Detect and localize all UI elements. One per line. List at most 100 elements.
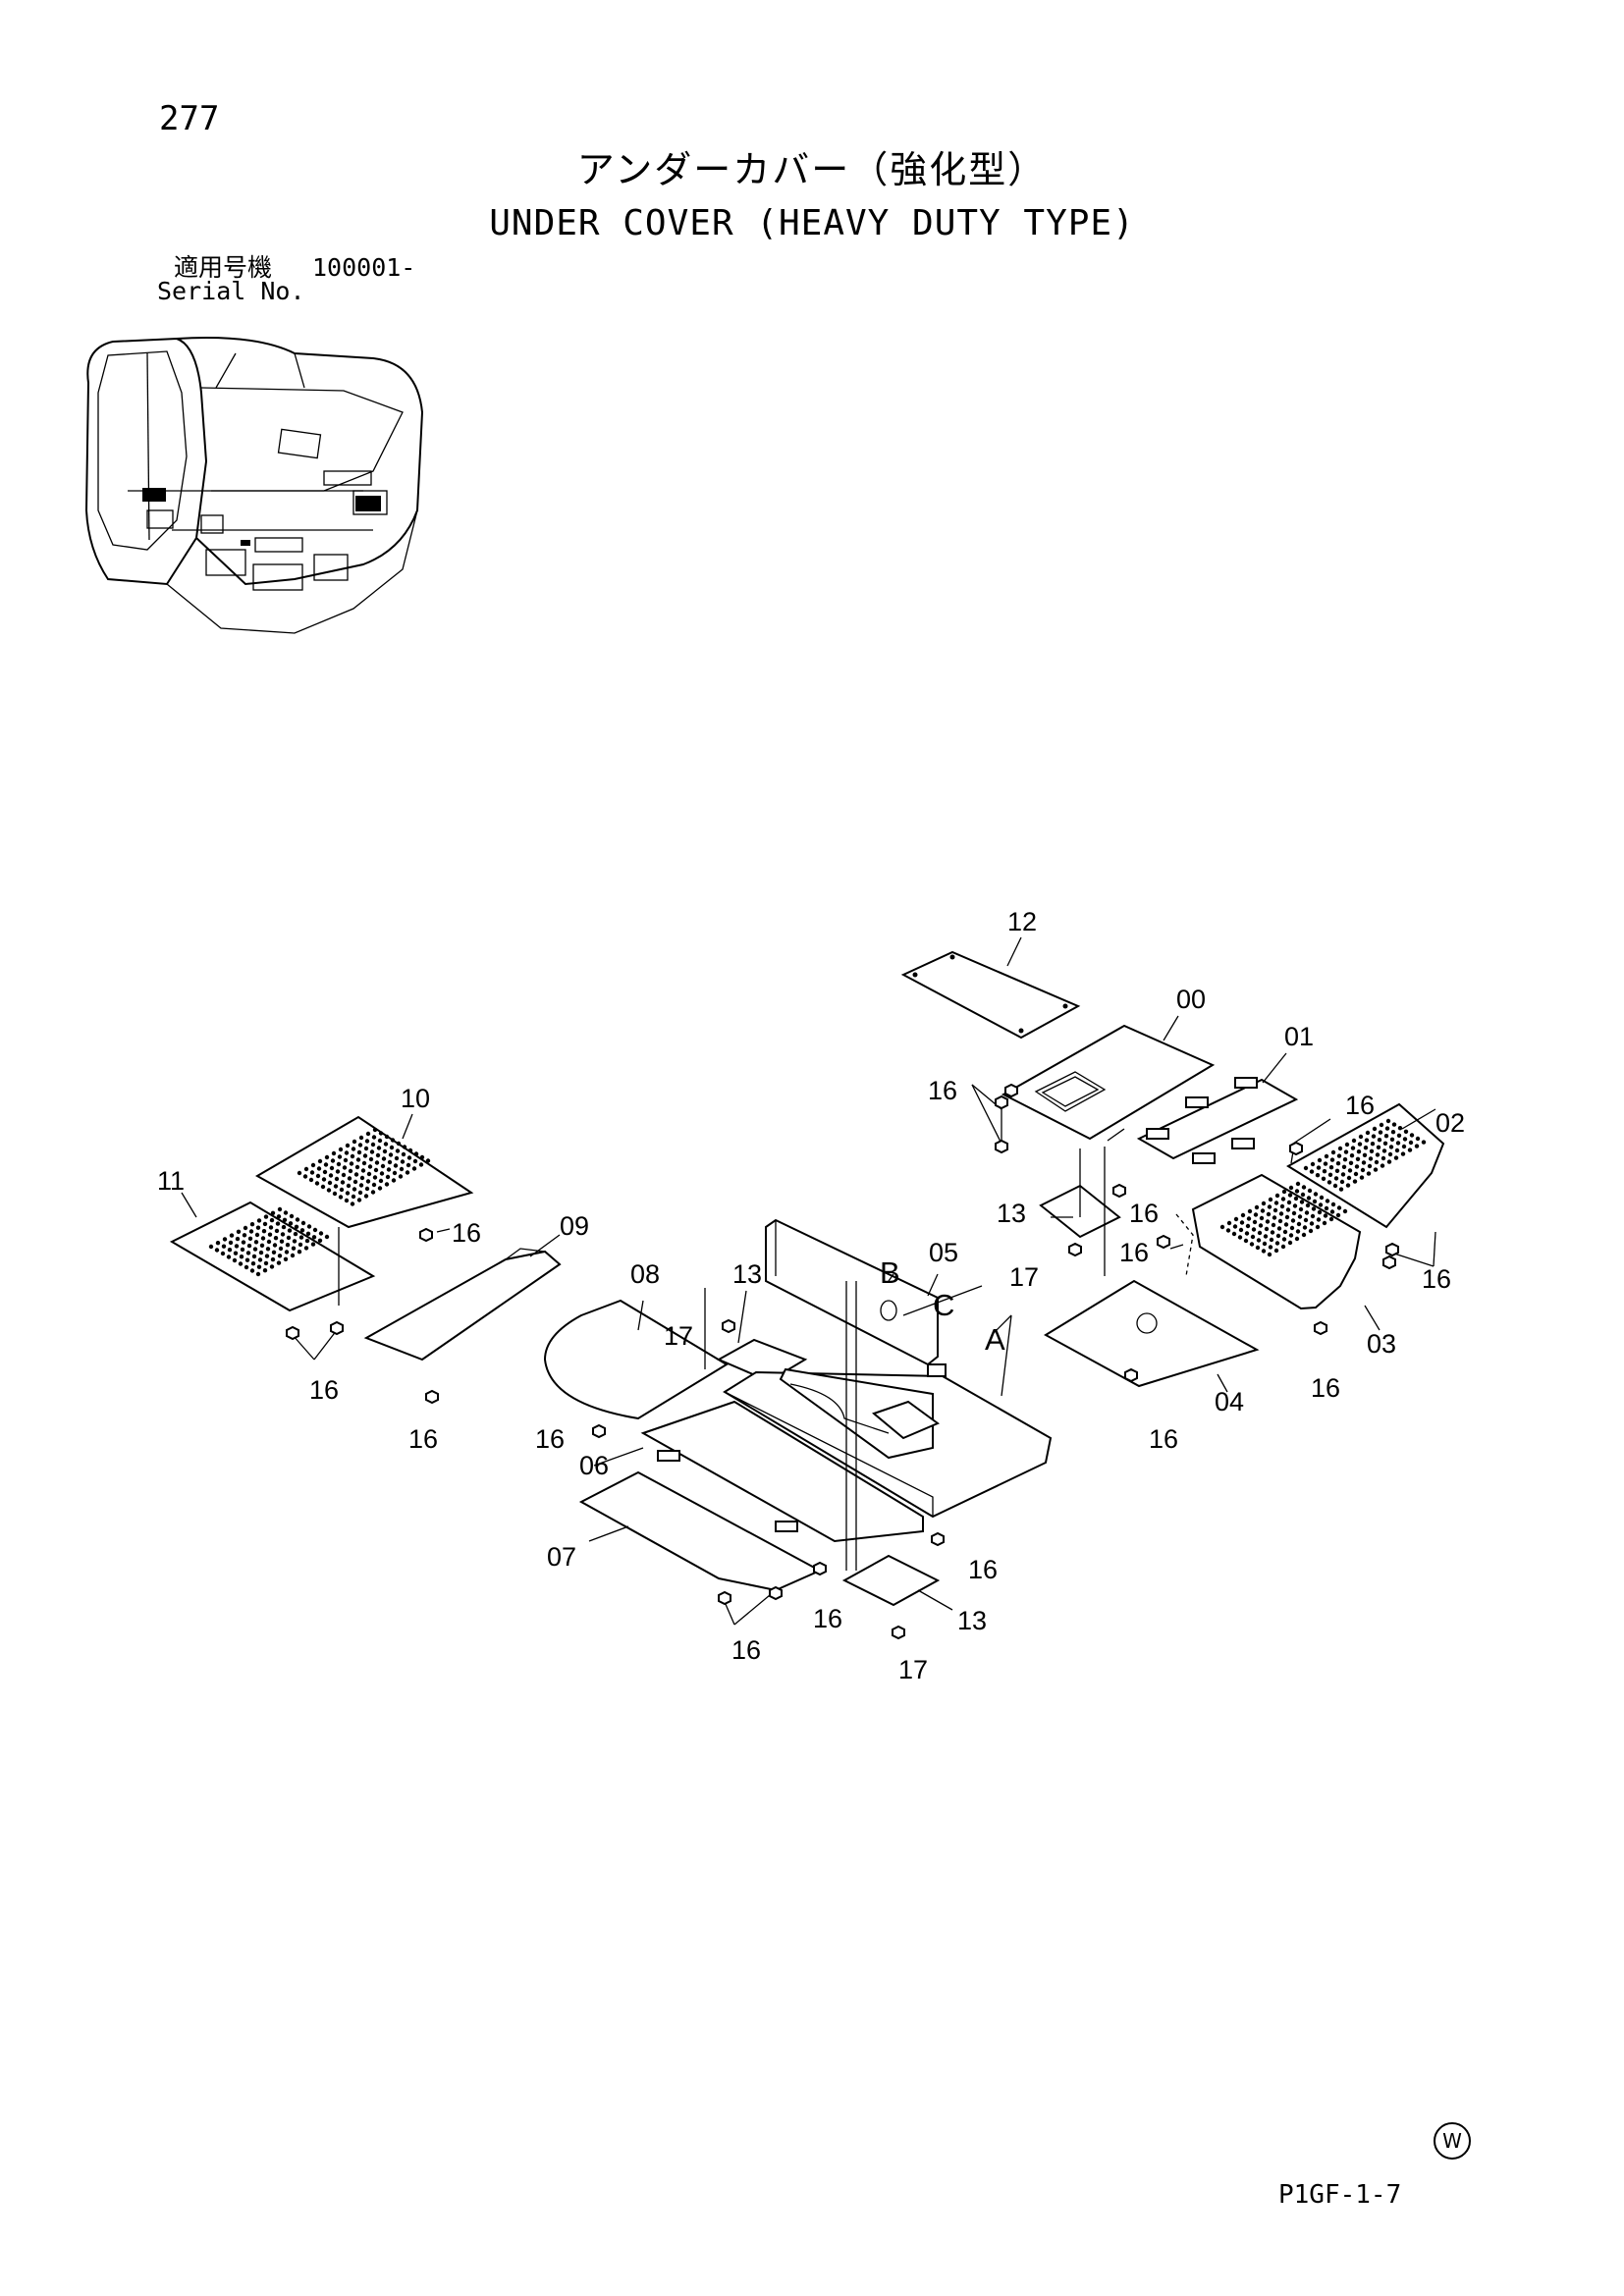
page-number: 277 (159, 99, 220, 138)
vent-hole (293, 1231, 298, 1237)
callout-17: 17 (1009, 1262, 1039, 1292)
vent-hole (345, 1191, 351, 1196)
part-00-plate (1001, 1024, 1216, 1142)
vent-hole (305, 1231, 311, 1237)
vent-hole (311, 1235, 317, 1240)
part-02-vented-plate (1286, 1102, 1445, 1229)
vent-hole (365, 1131, 371, 1137)
callout-05: 05 (929, 1238, 958, 1267)
vent-hole (261, 1229, 267, 1234)
vent-hole (369, 1149, 375, 1154)
bolt-icon (419, 1227, 433, 1243)
vent-hole (1298, 1206, 1304, 1212)
vent-hole (1262, 1241, 1268, 1247)
vent-hole (1260, 1208, 1266, 1213)
vent-hole (1358, 1134, 1364, 1140)
vent-hole (396, 1141, 402, 1147)
vent-hole (283, 1210, 289, 1215)
vent-hole (1288, 1233, 1294, 1238)
vent-hole (1301, 1232, 1307, 1238)
vent-hole (1318, 1202, 1324, 1207)
vent-hole (1354, 1164, 1360, 1169)
vent-hole (1316, 1217, 1322, 1222)
vent-hole (1372, 1126, 1378, 1132)
vent-hole (379, 1171, 385, 1176)
callout-00: 00 (1176, 985, 1206, 1014)
vent-hole (1283, 1222, 1289, 1227)
vent-hole (290, 1253, 296, 1258)
vent-hole (285, 1243, 291, 1248)
vent-hole (269, 1217, 275, 1223)
vent-hole (344, 1150, 350, 1155)
vent-hole (1319, 1195, 1325, 1201)
vent-hole (1378, 1130, 1383, 1135)
vent-hole (366, 1171, 372, 1177)
vent-hole (377, 1186, 383, 1191)
vent-hole (373, 1167, 379, 1173)
vent-hole (264, 1254, 270, 1258)
vent-hole (242, 1233, 247, 1238)
vent-hole (245, 1251, 251, 1255)
vent-hole (220, 1251, 226, 1256)
vent-hole (310, 1242, 316, 1247)
callout-17: 17 (898, 1655, 928, 1684)
vent-hole (1401, 1144, 1407, 1149)
vent-hole (377, 1138, 383, 1144)
vent-hole (1368, 1156, 1374, 1161)
vent-hole (1253, 1212, 1259, 1217)
vent-hole (1335, 1212, 1341, 1218)
vent-hole (238, 1261, 244, 1266)
serial-label-english: Serial No. (157, 277, 305, 305)
vent-hole (1237, 1235, 1243, 1240)
callout-11: 11 (157, 1166, 185, 1196)
vent-hole (402, 1145, 407, 1149)
vent-hole (1349, 1153, 1355, 1158)
vent-hole (208, 1244, 214, 1250)
vent-hole (344, 1198, 350, 1203)
vent-hole (1231, 1231, 1237, 1237)
vent-hole (304, 1238, 310, 1244)
vent-hole (1312, 1199, 1318, 1204)
vent-hole (267, 1232, 273, 1237)
vent-hole (1330, 1149, 1336, 1155)
vent-hole (336, 1161, 342, 1167)
vent-hole (255, 1225, 261, 1230)
vent-hole (249, 1268, 255, 1273)
vent-hole (273, 1236, 279, 1241)
vent-hole (291, 1246, 297, 1251)
vent-hole (277, 1206, 283, 1212)
vent-hole (321, 1177, 327, 1182)
vent-hole (320, 1184, 326, 1190)
vent-hole (1352, 1179, 1358, 1184)
vent-hole (340, 1180, 346, 1185)
vent-hole (1287, 1193, 1293, 1198)
vent-hole (1272, 1207, 1278, 1213)
vent-hole (226, 1255, 232, 1259)
vent-hole (1261, 1249, 1267, 1254)
vent-hole (334, 1176, 340, 1182)
vent-hole (1279, 1203, 1285, 1209)
vent-hole (1285, 1207, 1291, 1212)
vent-hole (214, 1248, 220, 1253)
vent-hole (395, 1148, 401, 1153)
vent-hole (233, 1251, 239, 1255)
bolt-icon (1004, 1083, 1018, 1098)
callout-16: 16 (1311, 1373, 1340, 1403)
bolt-icon (1124, 1367, 1138, 1383)
machine-key-map (84, 337, 424, 634)
vent-hole (351, 1194, 356, 1200)
callout-16: 16 (535, 1424, 565, 1454)
vent-hole (1328, 1216, 1334, 1222)
vent-hole (378, 1178, 384, 1184)
vent-hole (1384, 1126, 1390, 1131)
vent-hole (337, 1154, 343, 1159)
vent-hole (1295, 1181, 1301, 1187)
vent-hole (352, 1187, 357, 1192)
vent-hole (371, 1135, 377, 1140)
vent-hole (310, 1162, 316, 1168)
vent-hole (298, 1242, 303, 1248)
vent-hole (1403, 1129, 1409, 1135)
vent-hole (1402, 1137, 1408, 1142)
vent-hole (1337, 1146, 1343, 1151)
vent-hole (1276, 1226, 1282, 1231)
